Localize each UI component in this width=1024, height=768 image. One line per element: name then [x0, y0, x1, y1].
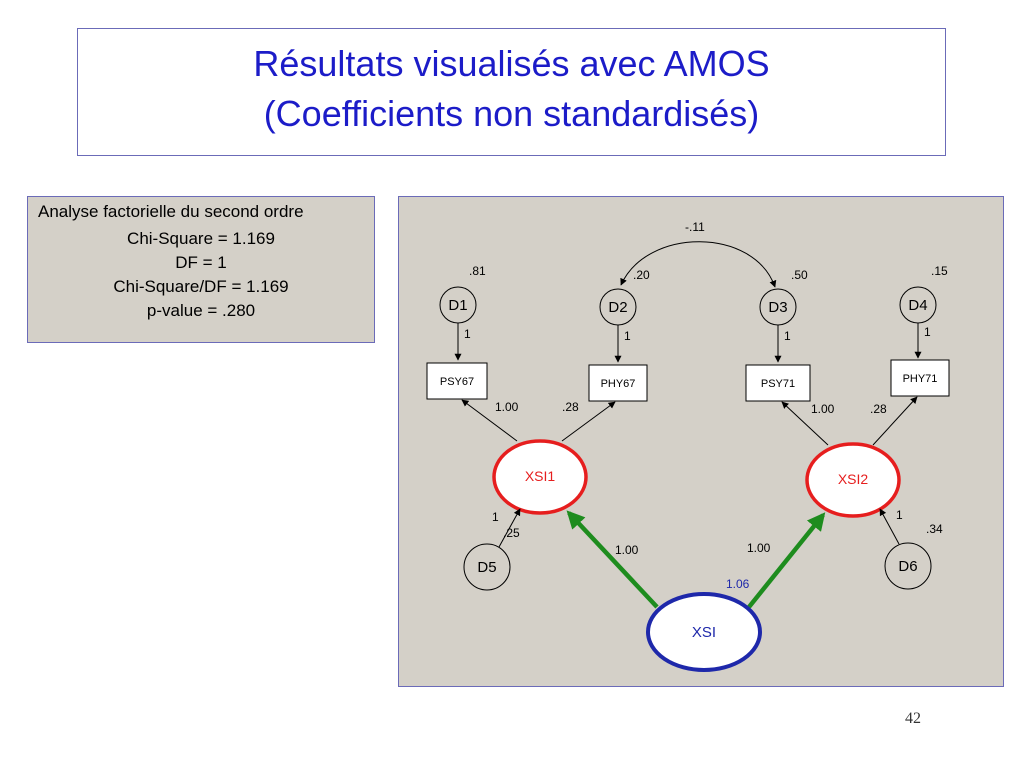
error-d1-label: D1: [448, 297, 467, 314]
p-value-text: p-value = .280: [146, 301, 256, 320]
error-d2-label: D2: [608, 299, 627, 316]
chi-square-df-text: Chi-Square/DF = 1.169: [113, 277, 289, 296]
slide-subtitle: (Coefficients non standardisés): [263, 93, 760, 134]
path-label-xsi-xsi2: 1.00: [747, 541, 771, 555]
fit-summary-panel: Analyse factorielle du second ordre Chi-…: [27, 196, 375, 343]
error-d6: D6 .34: [884, 522, 943, 590]
loading-xsi1-psy67: [461, 399, 518, 442]
error-d3: D3 .50: [759, 268, 808, 326]
error-d4-variance: .15: [931, 264, 948, 278]
error-d1: D1 .81: [439, 264, 486, 324]
factor-xsi: XSI: [646, 592, 762, 672]
arrow-d6-xsi2: [879, 508, 900, 545]
loading-xsi1-phy67: [561, 401, 616, 442]
fit-summary-heading: Analyse factorielle du second ordre: [38, 202, 304, 221]
covariance-arc-d2-d3: [620, 241, 777, 288]
weight-d6: 1: [896, 508, 903, 522]
factor-xsi-label: XSI: [692, 624, 716, 641]
loading-label-xsi2-phy71: .28: [870, 402, 887, 416]
error-d4-label: D4: [908, 297, 927, 314]
chi-square-text: Chi-Square = 1.169: [127, 229, 275, 248]
path-xsi-xsi2: [747, 512, 826, 609]
factor-xsi2-label: XSI2: [838, 471, 869, 487]
covariance-label: -.11: [685, 220, 705, 234]
error-d3-variance: .50: [791, 268, 808, 282]
path-label-xsi-xsi1: 1.00: [615, 543, 639, 557]
indicator-phy71: PHY71: [890, 359, 950, 397]
factor-xsi-variance: 1.06: [726, 577, 750, 591]
error-d5-label: D5: [477, 559, 496, 576]
weight-d3: 1: [784, 329, 791, 343]
loading-label-xsi2-psy71: 1.00: [811, 402, 835, 416]
indicator-psy71: PSY71: [745, 364, 811, 402]
error-d1-variance: .81: [469, 264, 486, 278]
loading-xsi2-psy71: [781, 401, 829, 446]
loading-label-xsi1-psy67: 1.00: [495, 400, 519, 414]
error-d2: D2 .20: [599, 268, 650, 326]
weight-d5: 1: [492, 510, 499, 524]
error-d6-label: D6: [898, 558, 917, 575]
factor-xsi1-label: XSI1: [525, 468, 556, 484]
error-d4: D4 .15: [899, 264, 948, 324]
error-d2-variance: .20: [633, 268, 650, 282]
factor-xsi2: XSI2: [805, 442, 901, 518]
weight-d4: 1: [924, 325, 931, 339]
indicator-psy71-label: PSY71: [761, 378, 795, 390]
arrow-d5-xsi1: [498, 508, 521, 548]
loading-xsi2-phy71: [872, 396, 918, 446]
error-d6-variance: .34: [926, 522, 943, 536]
weight-d1: 1: [464, 327, 471, 341]
indicator-phy71-label: PHY71: [903, 373, 938, 385]
slide-title: Résultats visualisés avec AMOS: [253, 43, 770, 84]
indicator-phy67-label: PHY67: [601, 378, 636, 390]
error-d3-label: D3: [768, 299, 787, 316]
df-text: DF = 1: [175, 253, 227, 272]
loading-label-xsi1-phy67: .28: [562, 400, 579, 414]
error-d5-variance: .25: [503, 526, 520, 540]
indicator-phy67: PHY67: [588, 364, 648, 402]
indicator-psy67-label: PSY67: [440, 376, 474, 388]
title-box: Résultats visualisés avec AMOS (Coeffici…: [77, 28, 946, 156]
factor-xsi1: XSI1: [492, 439, 588, 515]
sem-diagram: -.11 D1 .81 D2 .20 D3 .50 D4 .15 1 1 1: [398, 196, 1004, 687]
indicator-psy67: PSY67: [426, 362, 488, 400]
path-xsi-xsi1: [566, 510, 659, 609]
page-number: 42: [905, 710, 921, 727]
error-d5: D5 .25: [463, 526, 520, 591]
weight-d2: 1: [624, 329, 631, 343]
